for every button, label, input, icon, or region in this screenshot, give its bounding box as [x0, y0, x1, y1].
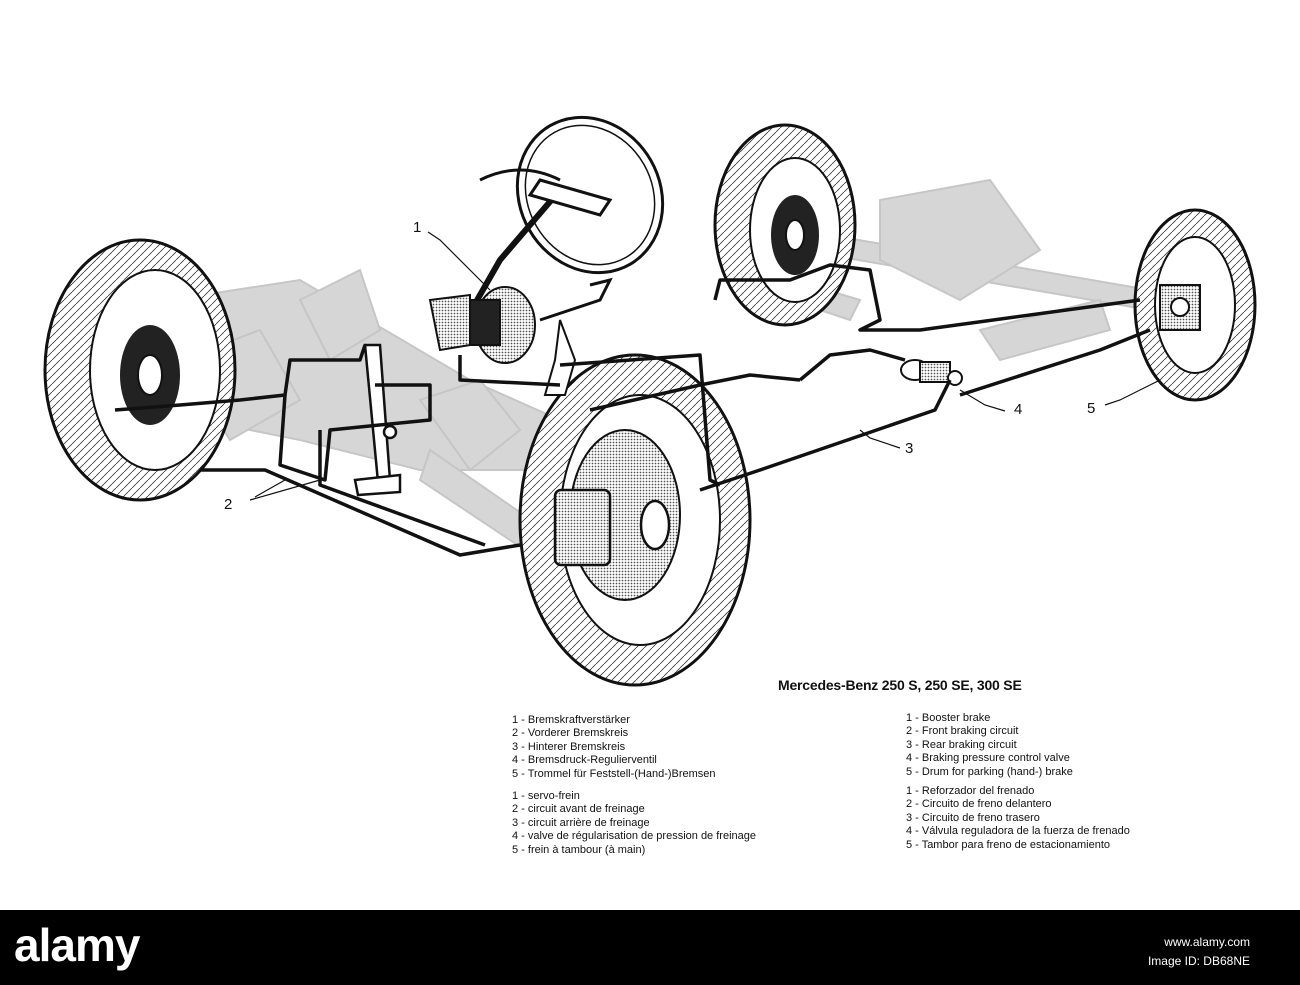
legend-item: 1 - Booster brake [906, 712, 991, 724]
callout-5: 5 [1087, 400, 1096, 417]
legend-item: 2 - Front braking circuit [906, 725, 1019, 738]
front-left-wheel [43, 238, 237, 502]
legend-item: 1 - Reforzador del frenado [906, 785, 1035, 797]
watermark-footer: alamy www.alamy.com Image ID: DB68NE [0, 910, 1300, 985]
legend-french: 1 - servo-frein 2 - circuit avant de fre… [512, 790, 756, 857]
legend-item: 4 - Válvula reguladora de la fuerza de f… [906, 825, 1130, 838]
callout-4: 4 [1014, 401, 1023, 418]
pedal-linkage [353, 343, 402, 497]
pressure-valve [900, 359, 963, 386]
diagram-title: Mercedes-Benz 250 S, 250 SE, 300 SE [778, 677, 1022, 693]
rear-right-wheel [1133, 208, 1257, 402]
legend-item: 3 - circuit arrière de freinage [512, 816, 650, 829]
legend-item: 3 - Circuito de freno trasero [906, 811, 1040, 824]
callout-2: 2 [224, 496, 233, 513]
legend-english: 1 - Booster brake 2 - Front braking circ… [906, 712, 1073, 779]
legend-item: 2 - circuit avant de freinage [512, 803, 645, 816]
front-right-wheel [518, 353, 752, 687]
legend-item: 5 - Tambor para freno de estacionamiento [906, 838, 1111, 851]
legend-german: 1 - Bremskraftverstärker 2 - Vorderer Br… [512, 714, 716, 781]
rear-left-wheel [713, 123, 857, 327]
legend-item: 1 - Bremskraftverstärker [512, 714, 630, 726]
site-url: www.alamy.com [1164, 935, 1250, 949]
callout-3: 3 [905, 440, 914, 457]
legend-item: 3 - Rear braking circuit [906, 738, 1017, 751]
legend-item: 5 - Drum for parking (hand-) brake [906, 765, 1073, 778]
legend-item: 3 - Hinterer Bremskreis [512, 740, 626, 753]
diagram-area: 1 2 3 4 5 Mercedes-Benz 250 S, 250 SE, 3… [43, 115, 1257, 857]
legend-item: 4 - Bremsdruck-Regulierventil [512, 754, 657, 767]
legend-item: 2 - Vorderer Bremskreis [512, 727, 629, 740]
leader-lines [249, 231, 1161, 501]
alamy-logo: alamy [14, 919, 140, 971]
callout-1: 1 [413, 219, 422, 236]
legend-item: 2 - Circuito de freno delantero [906, 798, 1052, 811]
brake-booster [428, 277, 613, 396]
legend-spanish: 1 - Reforzador del frenado 2 - Circuito … [906, 785, 1130, 852]
image-id: Image ID: DB68NE [1147, 954, 1250, 968]
brake-system-illustration [43, 115, 1257, 687]
legend-item: 4 - valve de régularisation de pression … [512, 830, 756, 843]
chassis-ghost [168, 178, 1151, 562]
brake-lines [114, 263, 1151, 557]
legend-item: 1 - servo-frein [512, 790, 580, 802]
legend-item: 4 - Braking pressure control valve [906, 752, 1070, 765]
legend-item: 5 - frein à tambour (à main) [512, 843, 646, 856]
legend-item: 5 - Trommel für Feststell-(Hand-)Bremsen [512, 767, 716, 780]
